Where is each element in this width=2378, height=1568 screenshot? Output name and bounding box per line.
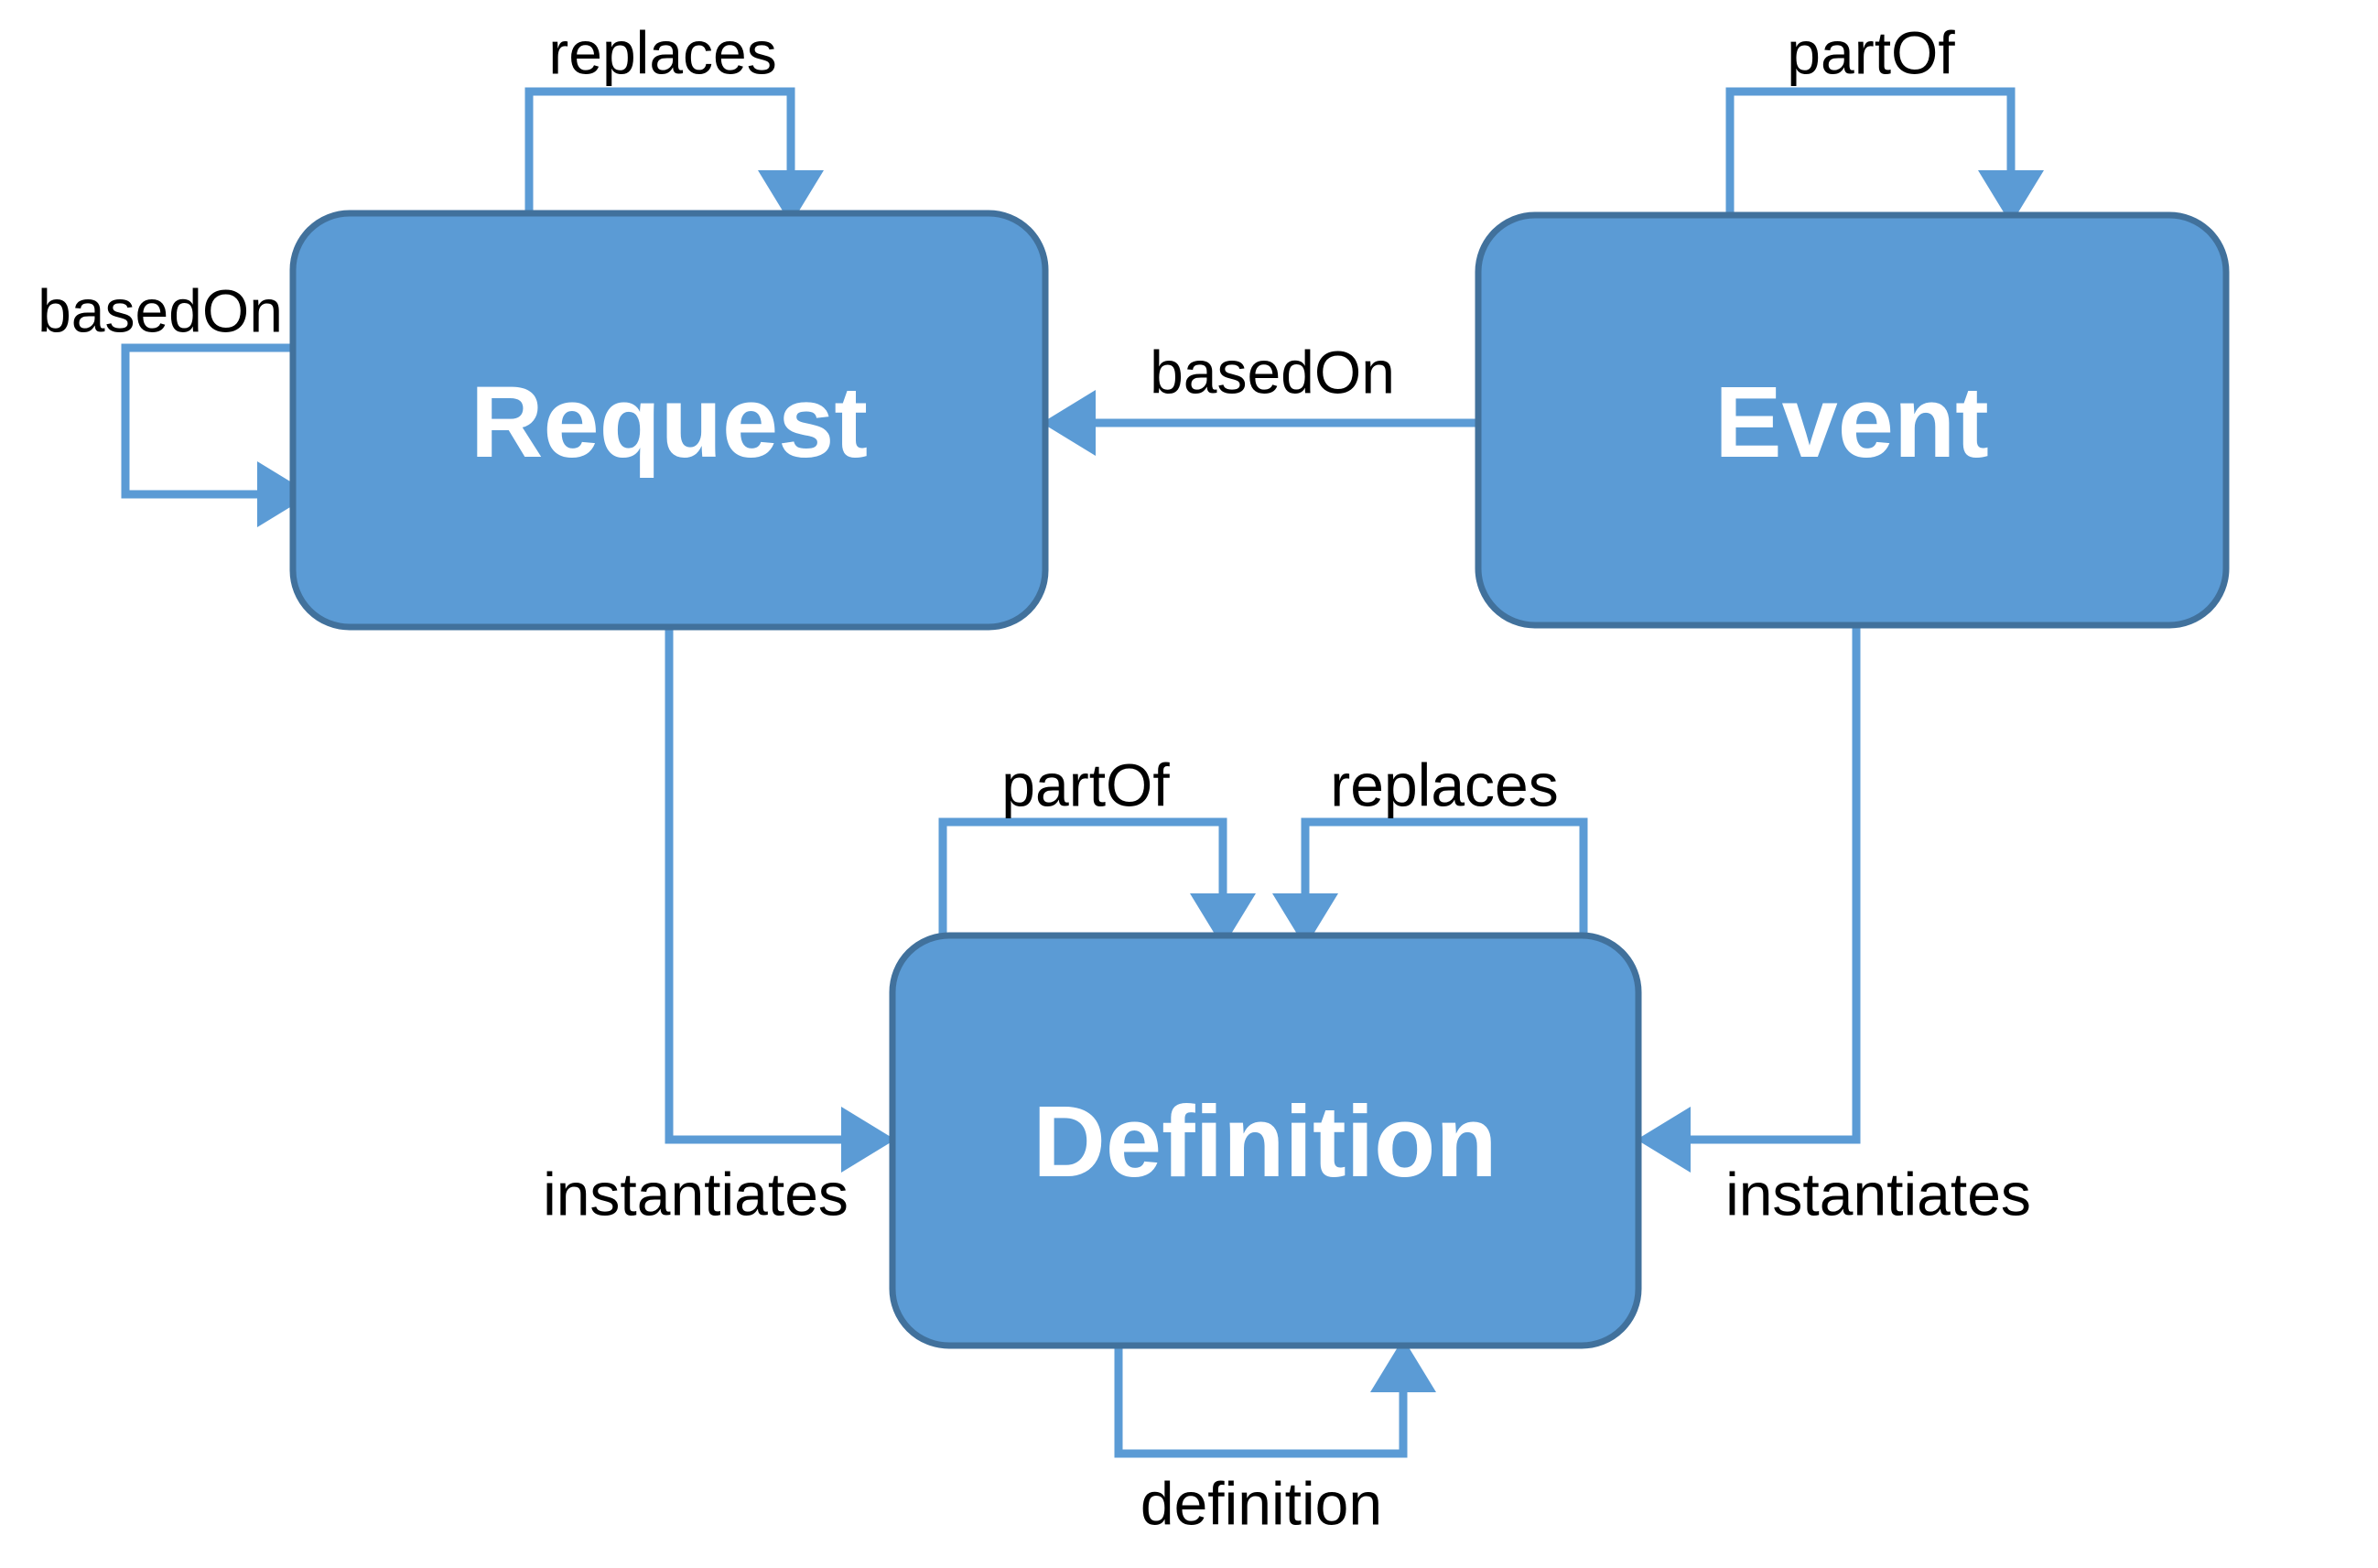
edge-definition-replaces-self[interactable]: replaces [1272,751,1588,961]
arrowhead-down [1978,170,2044,224]
edge-label-event-partof: partOf [1787,18,1955,86]
edge-request-replaces-self[interactable]: replaces [524,18,824,240]
edge-label-request-instantiates: instantiates [543,1160,849,1227]
edge-path-request-replaces [524,87,795,240]
arrowhead-left [1042,390,1096,456]
node-definition[interactable]: Definition [889,932,1642,1349]
node-definition-label: Definition [1032,1086,1497,1198]
edge-definition-definition-self[interactable]: definition [1114,1327,1436,1537]
node-request-shape [289,210,1049,631]
edge-label-definition-partof: partOf [1001,751,1170,818]
edge-event-partof-self[interactable]: partOf [1725,18,2044,240]
edge-event-basedon-request[interactable]: basedOn [1042,338,1483,456]
edge-path-definition-partof [938,817,1227,961]
node-request[interactable]: Request [289,210,1049,631]
edge-request-instantiates-definition[interactable]: instantiates [543,622,895,1227]
node-request-label: Request [470,366,868,479]
node-event-shape [1475,211,2230,629]
edge-label-request-replaces: replaces [548,18,776,86]
edge-label-event-basedon: basedOn [1150,338,1395,406]
edge-label-request-basedon: basedOn [38,276,283,344]
edge-request-basedon-self[interactable]: basedOn [38,276,311,527]
edge-path-event-instantiates [1682,622,1861,1144]
edge-label-definition-definition: definition [1140,1469,1382,1537]
edge-label-event-instantiates: instantiates [1725,1160,2031,1227]
edge-label-definition-replaces: replaces [1330,751,1558,818]
arrowhead-right [257,461,311,527]
edge-path-event-partof [1725,87,2016,240]
edge-definition-partof-self[interactable]: partOf [938,751,1256,961]
node-definition-shape [889,932,1642,1349]
arrowhead-down [1272,893,1338,947]
arrowhead-left [1637,1107,1691,1173]
arrowhead-down [1190,893,1256,947]
edge-path-request-instantiates [665,622,849,1144]
arrowhead-down [758,170,824,224]
node-event-label: Event [1714,366,1989,479]
edge-path-definition-replaces [1301,817,1588,961]
edge-path-definition-definition [1114,1327,1408,1458]
node-event[interactable]: Event [1475,211,2230,629]
edge-path-request-basedon [121,343,302,499]
arrowhead-right [841,1107,895,1173]
edge-event-instantiates-definition[interactable]: instantiates [1637,622,2031,1227]
arrowhead-up [1370,1338,1436,1392]
